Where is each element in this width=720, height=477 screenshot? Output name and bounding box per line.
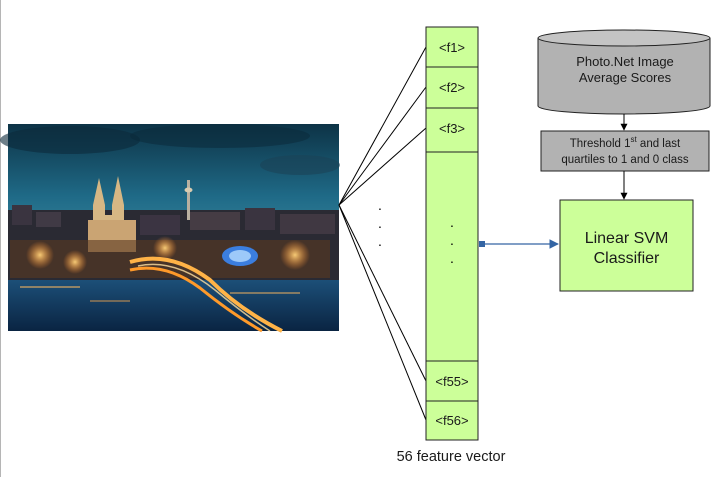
fan-ellipsis-dots: . . .	[378, 197, 382, 249]
feature-cell-f3: <f3>	[438, 121, 466, 136]
database-label-line2: Average Scores	[578, 70, 672, 85]
database-cylinder	[537, 29, 711, 115]
fan-line-f1	[338, 46, 427, 206]
city-photo	[0, 124, 340, 333]
fan-line-f55	[338, 204, 427, 382]
feature-cell-f2: <f2>	[438, 80, 466, 95]
feature-cell-f55: <f55>	[435, 374, 469, 389]
fan-line-f3	[338, 127, 427, 206]
vector-ellipsis-dots: . . .	[450, 214, 454, 266]
threshold-box	[540, 130, 710, 172]
threshold-label-line2: quartiles to 1 and 0 class	[561, 154, 689, 166]
svm-label-line1: Linear SVM	[584, 230, 669, 247]
threshold-label: Threshold 1st and last quartiles to 1 an…	[541, 136, 709, 168]
database-label: Photo.Net Image Average Scores	[543, 54, 707, 86]
feature-vector	[425, 26, 479, 441]
svm-classifier-box	[559, 199, 694, 292]
fan-line-f56	[338, 204, 427, 421]
feature-vector-box	[425, 26, 479, 441]
feature-vector-caption: 56 feature vector	[396, 449, 506, 465]
page-left-border	[0, 0, 1, 477]
database-label-line1: Photo.Net Image	[576, 54, 674, 69]
fan-lines	[338, 46, 427, 421]
vector-to-svm-connector	[479, 239, 559, 249]
feature-cell-f56: <f56>	[435, 413, 469, 428]
feature-cell-f1: <f1>	[438, 40, 466, 55]
svm-label-line2: Classifier	[593, 250, 660, 267]
fan-line-f2	[338, 86, 427, 206]
svm-classifier-label: Linear SVM Classifier	[560, 229, 693, 269]
threshold-label-line1: Threshold 1st and last	[569, 135, 681, 151]
